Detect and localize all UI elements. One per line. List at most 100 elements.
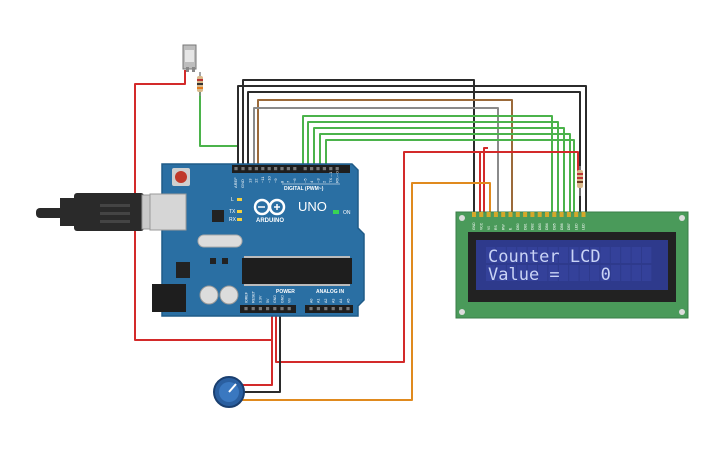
lcd-cell — [569, 247, 579, 263]
lcd-pin[interactable] — [545, 212, 549, 217]
lcd-pin[interactable] — [479, 212, 484, 217]
header-pin-hole[interactable] — [241, 167, 245, 171]
analog-pin-label: A4 — [339, 299, 343, 303]
crystal — [197, 234, 243, 248]
digital-pin-label: 13 — [247, 178, 252, 183]
digital-pin-hole[interactable] — [316, 167, 320, 171]
lcd-pin-label: DB4 — [545, 223, 549, 230]
wire-red-lcd-2[interactable] — [483, 147, 488, 214]
tx-led — [237, 210, 242, 213]
lcd-cell — [548, 247, 558, 263]
wire-black-2[interactable] — [237, 85, 587, 214]
wire-green-5[interactable] — [325, 139, 575, 214]
analog-pin-hole[interactable] — [346, 307, 350, 311]
digital-header — [232, 165, 350, 173]
lcd-pin[interactable] — [523, 212, 528, 217]
lcd-pin[interactable] — [566, 212, 571, 217]
lcd-pin[interactable] — [552, 212, 557, 217]
digital-pin-hole[interactable] — [280, 167, 284, 171]
power-pin-hole[interactable] — [287, 307, 291, 311]
header-pin-hole[interactable] — [234, 167, 238, 171]
reset-button-cap[interactable] — [175, 171, 187, 183]
wire-gray[interactable] — [253, 107, 499, 214]
analog-pin-hole[interactable] — [309, 307, 313, 311]
push-button[interactable] — [182, 44, 197, 72]
backlight-resistor[interactable] — [577, 166, 583, 196]
power-pin-hole[interactable] — [251, 307, 255, 311]
digital-pin-hole[interactable] — [248, 167, 252, 171]
digital-pin-hole[interactable] — [322, 167, 326, 171]
potentiometer-knob-indicator — [228, 383, 237, 393]
lcd-pin-label: DB3 — [538, 223, 542, 230]
wire-green-1[interactable] — [302, 115, 553, 214]
analog-pin-hole[interactable] — [331, 307, 335, 311]
button-resistor[interactable] — [197, 72, 203, 96]
wire-green-2[interactable] — [307, 121, 559, 214]
digital-pin-hole[interactable] — [303, 167, 307, 171]
wire-red-lcd[interactable] — [275, 151, 481, 363]
digital-pin-label: 7 — [286, 180, 291, 183]
lcd-cell — [631, 265, 641, 281]
analog-pin-hole[interactable] — [324, 307, 328, 311]
lcd-pin-label: E — [509, 227, 513, 230]
digital-pin-hole[interactable] — [274, 167, 278, 171]
wire-black-pot[interactable] — [238, 309, 281, 393]
lcd-pin[interactable] — [493, 212, 498, 217]
lcd-pin[interactable] — [581, 212, 586, 217]
lcd-cell — [610, 265, 621, 281]
atmega-chip — [242, 258, 352, 284]
analog-pin-hole[interactable] — [316, 307, 320, 311]
digital-pin-label: RX←0 — [335, 170, 340, 183]
lcd-cell — [538, 247, 548, 263]
wire-black-1[interactable] — [242, 79, 475, 214]
lcd-cell — [496, 247, 506, 263]
analog-pin-label: A2 — [324, 299, 328, 303]
digital-pin-hole[interactable] — [267, 167, 271, 171]
wire-brown[interactable] — [257, 99, 513, 214]
power-pin-hole[interactable] — [266, 307, 270, 311]
analog-pin-hole[interactable] — [339, 307, 343, 311]
lcd-pin[interactable] — [537, 212, 542, 217]
analog-pin-label: A1 — [317, 299, 321, 303]
lcd-pin[interactable] — [486, 212, 491, 217]
lcd-cell — [527, 247, 537, 263]
usb-chip — [212, 210, 224, 222]
lcd-pin[interactable] — [508, 212, 513, 217]
lcd-cell — [506, 265, 517, 281]
power-pin-hole[interactable] — [280, 307, 284, 311]
arduino-logo-icon — [253, 198, 286, 216]
wire-red-backlight[interactable] — [480, 151, 579, 172]
lcd-pin[interactable] — [559, 212, 564, 217]
lcd-pin[interactable] — [574, 212, 579, 217]
lcd-pin-label: VCC — [480, 222, 484, 230]
lcd-pin[interactable] — [515, 212, 520, 217]
power-pin-hole[interactable] — [258, 307, 262, 311]
digital-pin-hole[interactable] — [293, 167, 297, 171]
potentiometer[interactable] — [213, 376, 245, 408]
wire-black-3[interactable] — [247, 91, 581, 214]
digital-pin-label: TX→1 — [328, 171, 333, 183]
digital-pin-hole[interactable] — [329, 167, 333, 171]
digital-pin-hole[interactable] — [254, 167, 258, 171]
lcd-cell — [579, 265, 589, 281]
digital-pin-hole[interactable] — [335, 167, 339, 171]
digital-pin-hole[interactable] — [310, 167, 314, 171]
wire-green-3[interactable] — [313, 127, 565, 214]
lcd-cell — [621, 265, 631, 281]
digital-pin-hole[interactable] — [261, 167, 265, 171]
wire-red-pot[interactable] — [238, 340, 273, 386]
lcd-pin[interactable] — [501, 212, 506, 217]
power-pin-hole[interactable] — [273, 307, 277, 311]
wires — [134, 70, 587, 401]
wire-green-4[interactable] — [319, 133, 571, 214]
power-pin-hole[interactable] — [244, 307, 248, 311]
lcd-pin[interactable] — [472, 212, 476, 217]
lcd-cell — [590, 265, 600, 281]
lcd-pin[interactable] — [530, 212, 535, 217]
digital-pin-hole[interactable] — [286, 167, 290, 171]
wire-green-button[interactable] — [199, 92, 239, 166]
rx-led-label: RX — [229, 217, 237, 223]
lcd-pin-label: DB7 — [567, 223, 571, 230]
